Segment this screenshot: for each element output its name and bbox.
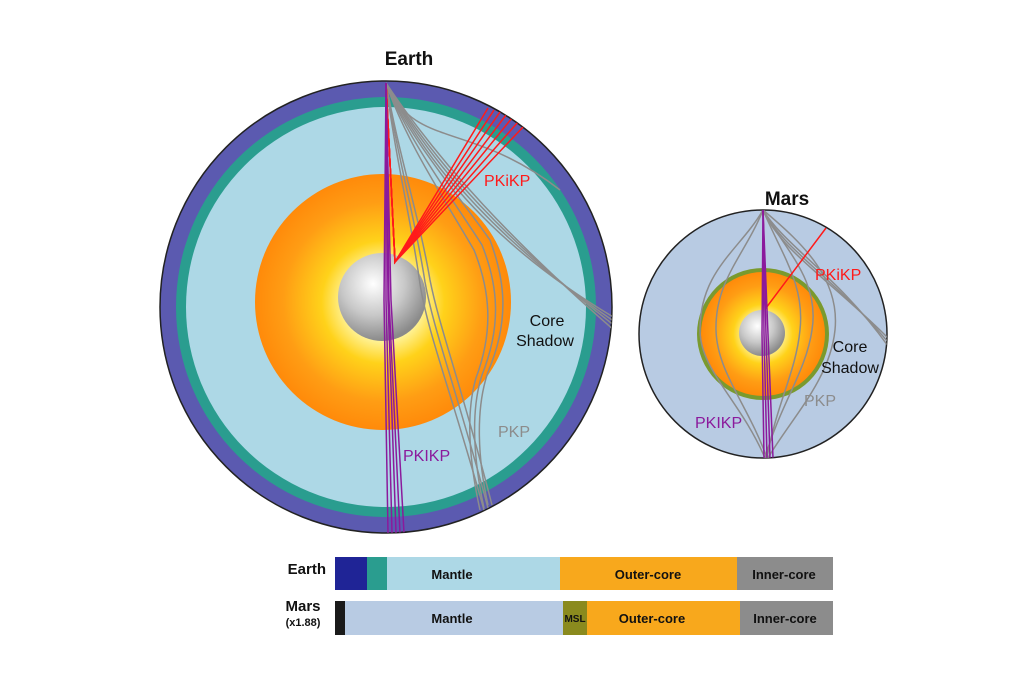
mars-bar-crust [335,601,345,635]
earth-pkikp-purple-rays [383,82,405,533]
earth-bar-inner-core-label: Inner-core [752,567,816,582]
mars-globe: Mars PKiKP Core Shadow PKP PKIKP [638,189,888,459]
earth-pkp-rays [385,82,612,511]
earth-bar-mantle-label: Mantle [431,567,472,582]
earth-layer-bar: Earth Mantle Outer-core Inner-core [288,557,833,590]
earth-title: Earth [385,49,434,70]
mars-pkikp-purple-rays [761,210,774,458]
mars-core-label: Core [833,339,868,356]
mars-bar-msl-label: MSL [564,614,585,625]
mars-shadow-label: Shadow [821,360,879,377]
mars-layer-bar: Mars (x1.88) Mantle MSL Outer-core Inner… [285,598,833,635]
mars-bar-outer-core [587,601,740,635]
earth-bar-label: Earth [288,561,326,578]
earth-pkikp-purple-label: PKIKP [403,448,450,465]
mars-bar-mantle [345,601,563,635]
earth-shadow-label: Shadow [516,333,574,350]
mars-bar-sublabel: (x1.88) [286,617,321,629]
mars-pkp-label: PKP [804,393,836,410]
earth-bar-transition [367,557,387,590]
mars-bar-inner-core [740,601,833,635]
mars-bar-inner-core-label: Inner-core [753,611,817,626]
earth-pkikp-red-label: PKiKP [484,173,530,190]
earth-bar-inner-core [737,557,833,590]
earth-bar-mantle [387,557,560,590]
earth-inner-core [338,253,426,341]
earth-bar-outer-core [560,557,737,590]
earth-pkikp-red-rays [385,82,525,265]
mars-pkikp-red-label: PKiKP [815,267,861,284]
mars-bar-msl [563,601,587,635]
earth-bar-outer-core-label: Outer-core [615,567,681,582]
earth-pkp-label: PKP [498,424,530,441]
mars-pkikp-purple-label: PKIKP [695,415,742,432]
earth-core-label: Core [530,313,565,330]
mars-title: Mars [765,189,809,210]
mars-bar-label: Mars [285,598,320,615]
mars-pkp-rays [699,210,887,458]
earth-bar-crust [335,557,367,590]
mars-bar-outer-core-label: Outer-core [619,611,685,626]
mars-bar-mantle-label: Mantle [431,611,472,626]
earth-globe: Earth PKiKP Core Shadow PKP PKIKP [159,49,613,534]
